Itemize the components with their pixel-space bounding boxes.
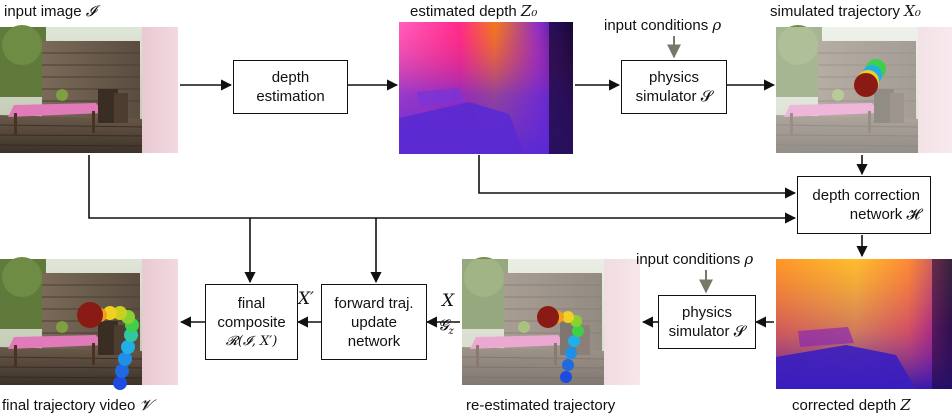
depth-correction-line2: network 𝓗 xyxy=(849,206,920,223)
input-conditions-top-symbol: ρ xyxy=(712,16,722,34)
estimated-depth-map xyxy=(399,22,573,154)
depth-correction-line1: depth correction xyxy=(812,187,920,204)
input-image-label: input image 𝓘 xyxy=(4,2,96,21)
estimated-depth-label: estimated depth Z₀ xyxy=(410,2,537,21)
final-composite-formula: 𝓡(𝓘, X′) xyxy=(225,333,278,349)
condition-arrows xyxy=(667,36,713,294)
corrected-depth-label: corrected depth Z xyxy=(792,396,911,415)
depth-estimation-line2: estimation xyxy=(256,88,325,105)
final-trajectory-video-symbol: 𝓥 xyxy=(139,396,153,414)
physics-top-line2: simulator 𝓢 xyxy=(635,88,713,105)
x-prime-label: X′ xyxy=(298,289,314,309)
depth-correction-network-box: depth correction network 𝓗 xyxy=(797,176,931,234)
input-conditions-top-text: input conditions xyxy=(604,17,709,34)
forward-traj-update-network-box: forward traj. update network xyxy=(321,284,427,360)
physics-simulator-top-box: physics simulator 𝓢 xyxy=(621,60,727,114)
final-trajectory-video-text: final trajectory video xyxy=(2,397,136,414)
re-estimated-trajectory-text: re-estimated trajectory xyxy=(466,397,616,414)
input-image-text: input image xyxy=(4,3,82,20)
input-image xyxy=(0,24,179,154)
physics-top-line1: physics xyxy=(648,69,700,86)
re-estimated-trajectory-image xyxy=(461,256,641,386)
physics-bottom-line2: simulator 𝓢 xyxy=(668,323,746,340)
final-composite-line1: final xyxy=(237,294,266,312)
corrected-depth-text: corrected depth xyxy=(792,397,897,414)
input-conditions-bottom-label: input conditions ρ xyxy=(636,250,753,269)
simulated-trajectory-label: simulated trajectory X₀ xyxy=(770,2,921,21)
estimated-depth-text: estimated depth xyxy=(410,3,517,20)
x-label: X xyxy=(442,291,455,311)
re-estimated-trajectory-label: re-estimated trajectory xyxy=(466,397,615,415)
arrow-depth-to-correction xyxy=(478,155,797,199)
simulated-trajectory-image xyxy=(775,24,952,154)
input-conditions-bottom-text: input conditions xyxy=(636,251,741,268)
depth-estimation-box: depth estimation xyxy=(233,60,348,114)
estimated-depth-symbol: Z₀ xyxy=(520,2,538,20)
gz-symbol: 𝓖 xyxy=(438,316,449,334)
depth-estimation-line1: depth xyxy=(271,69,310,86)
simulated-trajectory-text: simulated trajectory xyxy=(770,3,901,20)
physics-bottom-line1: physics xyxy=(681,304,733,321)
physics-simulator-bottom-box: physics simulator 𝓢 xyxy=(658,295,756,349)
final-composite-line2: composite xyxy=(217,313,286,331)
connectors xyxy=(88,79,868,328)
forward-traj-line3: network xyxy=(347,332,401,350)
final-trajectory-video-image xyxy=(0,256,179,390)
simulated-trajectory-symbol: X₀ xyxy=(904,2,921,20)
forward-traj-line2: update xyxy=(351,313,397,331)
input-conditions-top-label: input conditions ρ xyxy=(604,16,721,35)
corrected-depth-map xyxy=(776,259,952,389)
final-trajectory-video-label: final trajectory video 𝓥 xyxy=(2,396,152,415)
corrected-depth-symbol: Z xyxy=(900,396,911,414)
gz-label: 𝓖z xyxy=(438,316,454,337)
final-composite-box: final composite 𝓡(𝓘, X′) xyxy=(205,284,298,360)
forward-traj-line1: forward traj. xyxy=(334,294,414,312)
input-image-symbol: 𝓘 xyxy=(85,2,96,20)
input-conditions-bottom-symbol: ρ xyxy=(744,250,754,268)
arrow-input-to-correction xyxy=(88,155,797,224)
